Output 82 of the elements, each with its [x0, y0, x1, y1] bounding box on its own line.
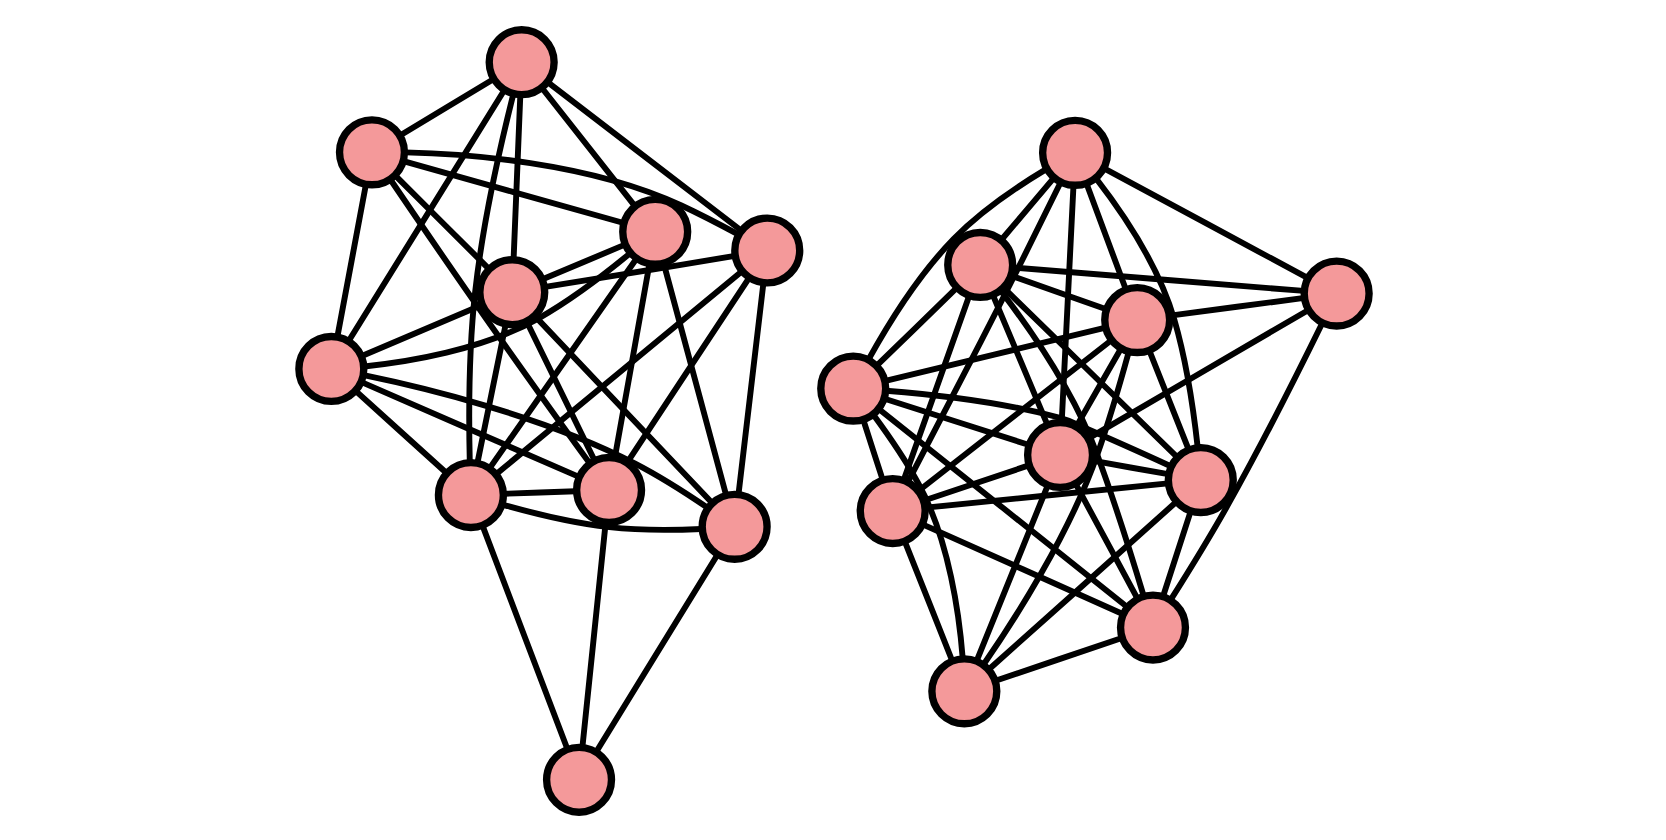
node-circle: [1100, 282, 1173, 356]
node-circle: [334, 115, 408, 188]
node-circle: [1115, 590, 1189, 663]
node-circle: [855, 473, 928, 547]
node-circle: [1299, 256, 1372, 329]
connector: [509, 94, 523, 259]
connector: [884, 386, 1171, 468]
connector: [359, 301, 483, 358]
connector: [920, 520, 1123, 616]
connector: [398, 76, 494, 137]
connector: [1145, 348, 1191, 450]
connector: [333, 182, 368, 337]
connector: [1072, 481, 1140, 600]
node-circle: [1037, 115, 1111, 188]
connector: [922, 461, 1029, 503]
connector: [874, 284, 958, 367]
connector: [493, 268, 743, 476]
connector: [386, 176, 592, 465]
connector: [993, 634, 1122, 683]
connector: [1072, 346, 1123, 427]
connector: [1057, 185, 1076, 422]
connector: [998, 288, 1146, 596]
node-circle: [475, 255, 548, 328]
node-circle: [433, 457, 506, 531]
connector: [973, 483, 1050, 661]
connector: [532, 313, 713, 504]
connector: [1011, 263, 1304, 293]
connector: [1101, 164, 1308, 280]
connector: [352, 387, 447, 474]
connector: [998, 174, 1056, 241]
connector: [478, 524, 570, 750]
node-circle: [294, 331, 367, 405]
connector: [610, 263, 652, 458]
connector: [901, 540, 954, 661]
connector: [864, 165, 1047, 361]
connector: [980, 350, 1131, 665]
connector: [502, 487, 575, 496]
connector: [989, 293, 1049, 424]
connector: [1086, 306, 1309, 440]
node-circle: [697, 489, 770, 562]
node-circle: [541, 742, 615, 815]
connector: [345, 87, 506, 342]
connector: [540, 240, 626, 282]
node-circle: [1022, 417, 1096, 491]
connector: [904, 180, 1063, 482]
connector: [500, 500, 701, 532]
connector: [473, 323, 508, 463]
connector: [539, 85, 637, 207]
connector: [401, 157, 624, 225]
connector: [875, 405, 1129, 609]
connector: [883, 324, 1105, 383]
connector: [359, 378, 580, 479]
connector: [522, 319, 597, 461]
node-circle: [927, 654, 1000, 727]
node-circle: [730, 213, 803, 286]
connector: [543, 251, 735, 289]
connector: [623, 275, 751, 464]
connector: [362, 371, 709, 510]
node-circle: [618, 194, 691, 267]
connector: [392, 172, 491, 271]
node-circle: [484, 25, 557, 98]
node-circle: [571, 452, 645, 526]
connector: [404, 148, 739, 236]
connector: [1082, 181, 1128, 290]
connector: [1159, 509, 1193, 597]
node-circle: [1163, 442, 1236, 516]
connector: [882, 394, 1029, 447]
connector: [899, 294, 971, 481]
connector: [486, 256, 638, 470]
connector: [465, 93, 516, 461]
connector: [545, 79, 742, 232]
connector: [985, 498, 1178, 671]
connector: [869, 411, 965, 658]
connector: [1167, 320, 1325, 601]
node-circle: [816, 351, 889, 424]
connector: [734, 281, 766, 494]
node-circle: [943, 227, 1016, 301]
connector: [1092, 175, 1200, 447]
connector: [592, 552, 719, 753]
connector: [362, 249, 632, 369]
connector: [859, 417, 885, 480]
connector: [1091, 456, 1168, 477]
